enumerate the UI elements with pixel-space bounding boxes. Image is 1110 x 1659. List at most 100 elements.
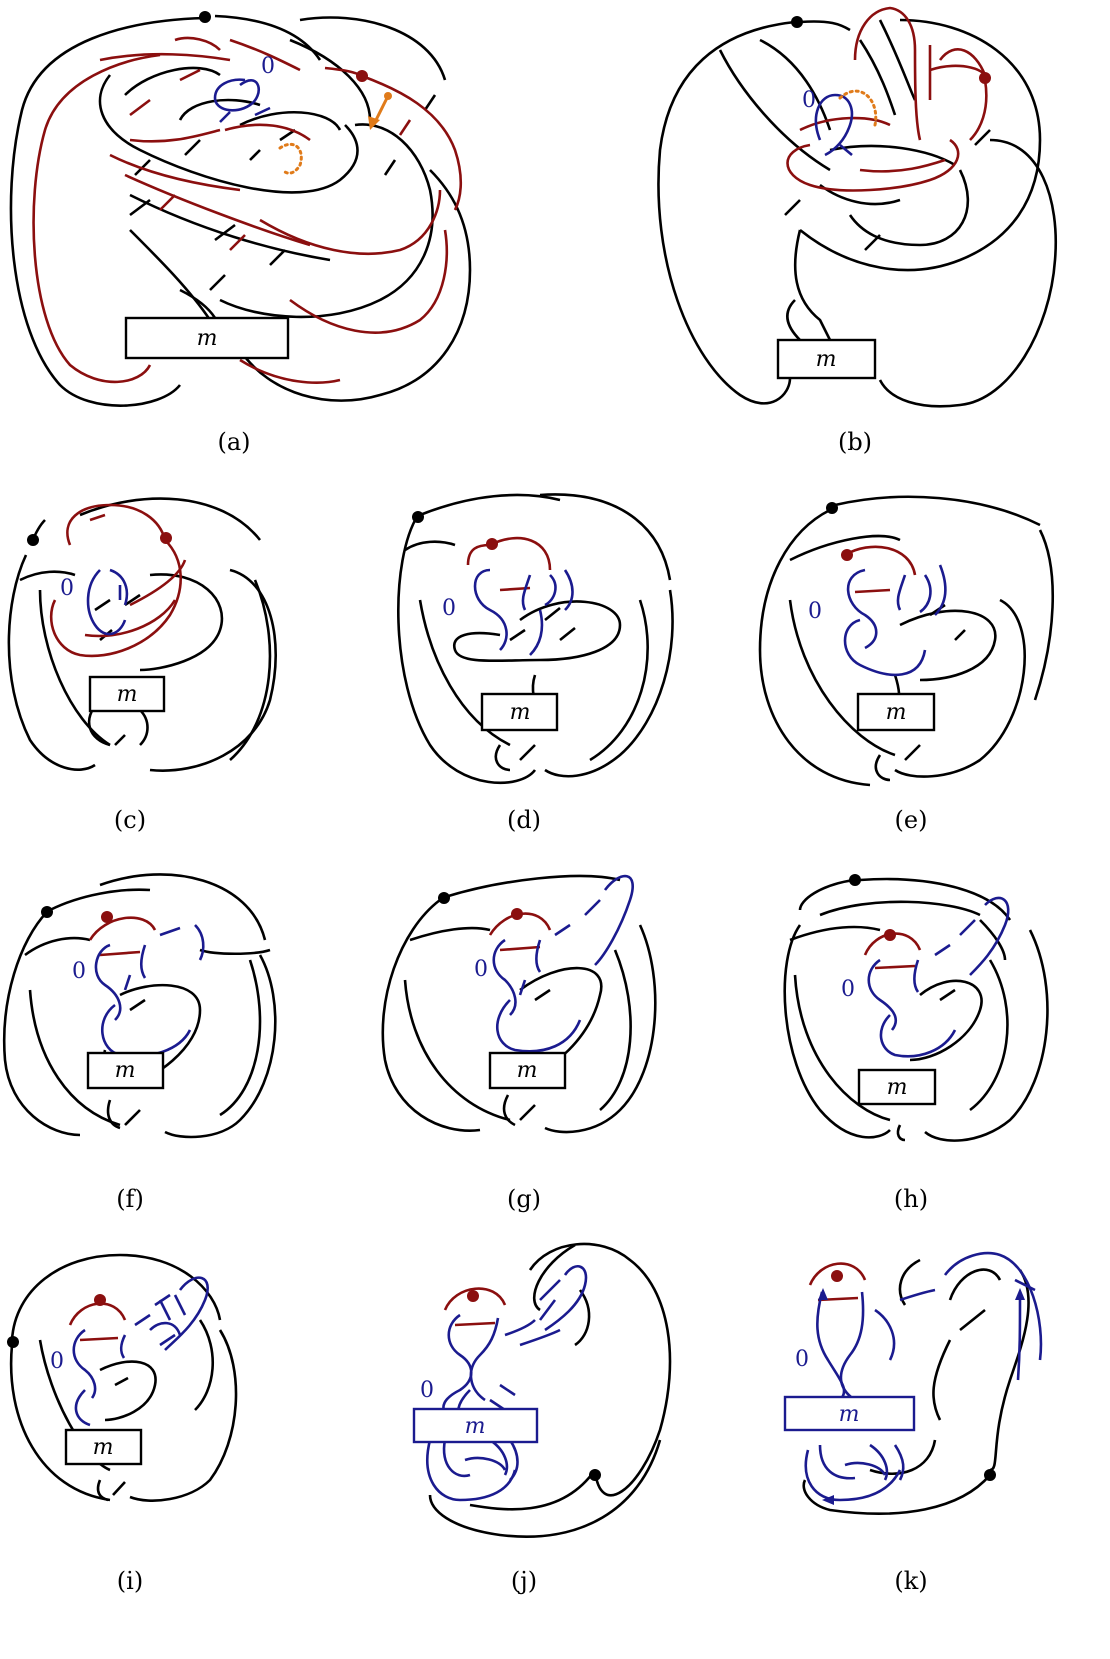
panel-c-black-strands <box>7 497 277 772</box>
panel-h-black-strands <box>783 877 1049 1142</box>
panel-h-box-label: m <box>887 1075 908 1100</box>
panel-i-diagram: 0 m <box>7 1253 238 1502</box>
panel-i-black-strands <box>9 1253 238 1502</box>
panel-i-framing-label: 0 <box>50 1349 64 1374</box>
panel-i-black-dot <box>7 1336 19 1348</box>
panel-a-orange-dot <box>384 92 392 100</box>
panel-j-twist-box <box>412 1407 539 1444</box>
panel-f-framing-label: 0 <box>72 959 86 984</box>
panel-a-red-strands <box>32 36 463 384</box>
panel-k-framing-label: 0 <box>795 1347 809 1372</box>
panel-c-framing-label: 0 <box>60 576 74 601</box>
panel-j-red-dot <box>467 1290 479 1302</box>
panel-k-blue-strands <box>804 1251 1043 1502</box>
panel-f-black-dot <box>41 906 53 918</box>
panel-d-box-label: m <box>510 700 531 725</box>
panel-a-black-dot <box>199 11 211 23</box>
panel-d-blue-strands <box>473 568 574 656</box>
panel-d-caption: (d) <box>506 806 542 834</box>
panel-d-framing-label: 0 <box>442 596 456 621</box>
panel-b-twist-box <box>776 338 877 380</box>
panel-g-black-dot <box>438 892 450 904</box>
panel-b-red-strands <box>786 6 988 192</box>
panel-b-box-label: m <box>816 347 837 372</box>
panel-d-red-dot <box>486 538 498 550</box>
panel-f-twist-box <box>86 1051 165 1090</box>
panel-b-blue-strands <box>814 93 854 157</box>
panel-j-black-dot <box>589 1469 601 1481</box>
panel-a-caption: (a) <box>217 428 251 456</box>
panel-k-blue-arrowhead-left <box>818 1288 828 1300</box>
panel-c-box-label: m <box>117 682 138 707</box>
panel-e-blue-strands <box>843 564 947 677</box>
panel-j-box-label: m <box>465 1414 486 1439</box>
panel-k-black-dot <box>984 1469 996 1481</box>
panel-k-diagram: 0 m <box>783 1251 1043 1515</box>
panel-j-framing-label: 0 <box>420 1378 434 1403</box>
panel-f-box-label: m <box>115 1058 136 1083</box>
panel-j-caption: (j) <box>510 1567 538 1595</box>
panel-a-orange-dotted-arc <box>278 142 303 175</box>
panel-h-caption: (h) <box>893 1185 929 1213</box>
panel-a-framing-label: 0 <box>261 54 275 79</box>
panel-e-black-strands <box>758 495 1055 787</box>
panel-a-twist-box <box>124 316 290 360</box>
panel-k-blue-arrowhead-right <box>1015 1288 1025 1300</box>
panel-g-red-dot <box>511 908 523 920</box>
panel-c-caption: (c) <box>113 806 147 834</box>
panel-c-blue-strands <box>86 568 129 636</box>
panel-k-black-strands <box>802 1258 1030 1515</box>
panel-d-black-dot <box>412 511 424 523</box>
panel-e-black-dot <box>826 502 838 514</box>
panel-j-black-strands <box>428 1242 672 1538</box>
panel-k-red-dot <box>831 1270 843 1282</box>
panel-e-twist-box <box>856 692 936 732</box>
panel-b-framing-label: 0 <box>802 88 816 113</box>
panel-a-orange-arrowhead <box>368 116 380 130</box>
panel-g-framing-label: 0 <box>474 957 488 982</box>
panel-a-box-label: m <box>197 326 218 351</box>
panel-i-caption: (i) <box>116 1567 144 1595</box>
panel-j-red-strands <box>443 1287 507 1327</box>
panel-i-red-dot <box>94 1294 106 1306</box>
panel-f-black-strands <box>2 873 277 1139</box>
panel-i-box-label: m <box>93 1435 114 1460</box>
panel-e-box-label: m <box>886 700 907 725</box>
panel-h-framing-label: 0 <box>841 977 855 1002</box>
panel-e-diagram: 0 m <box>758 495 1055 787</box>
panel-k-box-label: m <box>839 1402 860 1427</box>
panel-b-orange-dotted-arc <box>838 89 878 127</box>
panel-b-red-dot <box>979 72 991 84</box>
panel-d-black-strands <box>397 493 674 785</box>
panel-b-diagram: 0 m <box>657 6 1057 408</box>
panel-g-diagram: 0 m <box>381 874 657 1134</box>
panel-j-diagram: 0 m <box>412 1242 672 1538</box>
panel-d-twist-box <box>480 692 559 732</box>
panel-k-twist-box <box>783 1395 916 1432</box>
panel-c-diagram: 0 m <box>7 497 277 772</box>
panel-a-red-dot <box>356 70 368 82</box>
panel-a-diagram: 0 m <box>9 11 472 407</box>
panel-g-box-label: m <box>517 1058 538 1083</box>
panel-c-twist-box <box>88 675 166 713</box>
panel-f-red-strands <box>88 916 157 957</box>
panel-d-red-strands <box>466 536 552 592</box>
panel-h-red-dot <box>884 929 896 941</box>
panel-f-diagram: 0 m <box>2 873 277 1139</box>
panel-f-caption: (f) <box>116 1185 144 1213</box>
panel-e-red-dot <box>841 549 853 561</box>
panel-h-twist-box <box>857 1068 937 1106</box>
panel-k-caption: (k) <box>894 1567 928 1595</box>
panel-h-black-dot <box>849 874 861 886</box>
panel-i-blue-strands <box>72 1276 209 1427</box>
panel-b-black-dot <box>791 16 803 28</box>
panel-e-red-strands <box>844 545 917 594</box>
panel-e-framing-label: 0 <box>808 599 822 624</box>
panel-b-caption: (b) <box>837 428 873 456</box>
panel-d-diagram: 0 m <box>397 493 674 785</box>
panel-g-blue-strands <box>492 874 634 1053</box>
panel-g-black-strands <box>381 874 657 1134</box>
panel-c-red-strands <box>49 503 187 658</box>
panel-h-diagram: 0 m <box>783 874 1049 1142</box>
panel-g-caption: (g) <box>506 1185 542 1213</box>
